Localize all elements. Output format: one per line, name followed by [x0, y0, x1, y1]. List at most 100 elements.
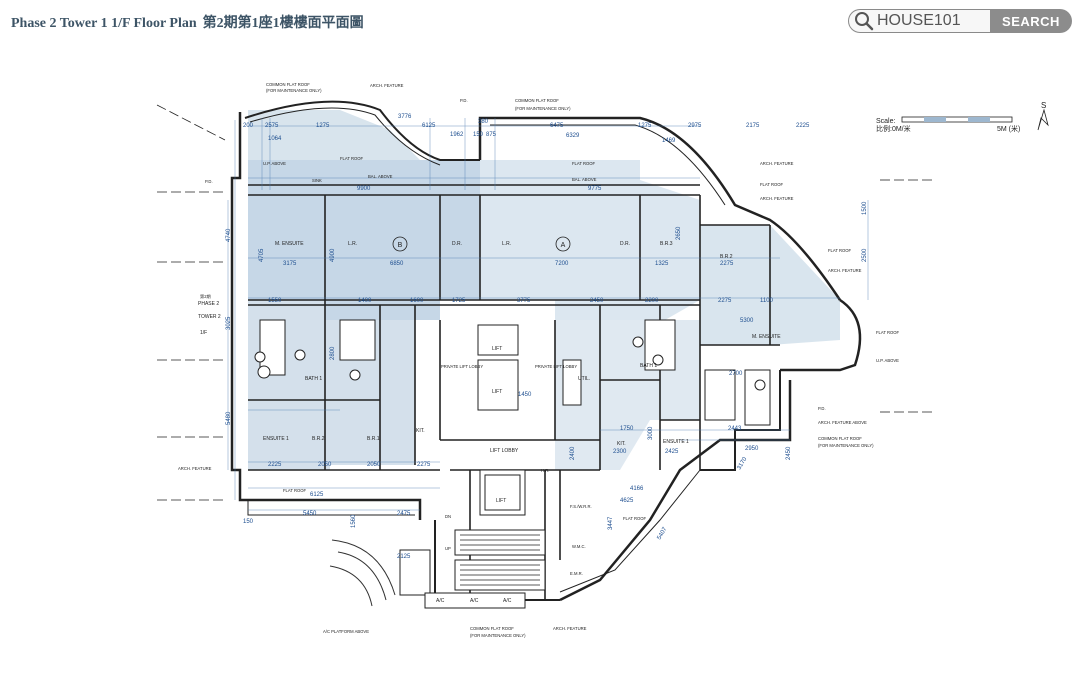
anno-flat-roof-bottom-right: FLAT ROOF: [623, 516, 647, 521]
room-lift-3: LIFT: [496, 498, 506, 504]
dim-3175: 3175: [283, 261, 297, 267]
anno-flat-roof-a: FLAT ROOF: [572, 161, 596, 166]
dim-bottom-8: 2125: [397, 554, 411, 560]
search-button[interactable]: SEARCH: [990, 9, 1072, 33]
room-dr-b: D.R.: [452, 241, 462, 247]
anno-maintenance-top-mid: (FOR MAINTENANCE ONLY): [515, 106, 571, 111]
room-sink: SINK: [312, 178, 322, 183]
dim-top-4: 6125: [422, 123, 436, 129]
search-icon: [855, 12, 874, 31]
dim-top-3: 1275: [316, 123, 330, 129]
scale-bar-seg-1: [924, 117, 946, 122]
dim-6850: 6850: [390, 261, 404, 267]
room-lift-lobby: LIFT LOBBY: [490, 448, 519, 454]
dim-mid-9: 1100: [760, 298, 774, 304]
dim-misc-13: 1750: [620, 426, 634, 432]
dim-bottom-9: 4166: [630, 486, 644, 492]
dim-top-7: 875: [486, 132, 497, 138]
dim-9900: 9900: [357, 186, 371, 192]
dim-misc-16: 3000: [648, 426, 654, 440]
anno-flat-roof-b: FLAT ROOF: [340, 156, 364, 161]
room-wmc: W.M.C.: [572, 544, 586, 549]
tower-label-line3: 1/F: [200, 330, 207, 336]
unit-a-marker: [555, 236, 571, 252]
dim-mid-2: 1400: [358, 298, 372, 304]
dim-misc-11: 150: [243, 519, 254, 525]
room-ensuite-1-a: ENSUITE 1: [663, 439, 689, 445]
scale-bar: [901, 116, 1013, 123]
search-bar: SEARCH: [848, 9, 1072, 33]
scale-bar-seg-2: [968, 117, 990, 122]
room-emr: E.M.R.: [570, 571, 583, 576]
dim-9775: 9775: [588, 186, 602, 192]
dim-mid-4: 1725: [452, 298, 466, 304]
dim-bottom-7: 2475: [397, 511, 411, 517]
room-ac-3: A/C: [503, 598, 512, 604]
room-lift-1: LIFT: [492, 346, 502, 352]
dim-right-2: 2500: [862, 248, 868, 262]
fixtures: [254, 319, 771, 609]
tower-label-cn: 第2期: [200, 293, 211, 300]
dim-top2-4: 6329: [566, 133, 580, 139]
scale-label-cn: 比例:0M/米: [876, 124, 911, 133]
dim-misc-8: 2950: [745, 446, 759, 452]
room-labels: M. ENSUITE L.R. D.R. L.R. D.R. B.R.3 B.R…: [205, 98, 781, 604]
room-ensuite-1-b: ENSUITE 1: [263, 436, 289, 442]
dimensions: 200 2575 1275 6125 1962 150 875 6475 127…: [226, 114, 868, 560]
dim-misc-6: 5407: [657, 526, 669, 541]
dim-mid-5: 3775: [517, 298, 531, 304]
search-input[interactable]: [875, 11, 985, 31]
title-en: Phase 2 Tower 1 1/F Floor Plan: [11, 16, 197, 31]
anno-flat-roof-right-3: FLAT ROOF: [876, 330, 900, 335]
dim-left-3: 5480: [226, 411, 232, 425]
dim-top-2: 2575: [265, 123, 279, 129]
stair-treads: [460, 534, 540, 586]
anno-flat-roof-bottom-left: FLAT ROOF: [283, 488, 307, 493]
room-lr-b: L.R.: [348, 241, 357, 247]
dim-top-12: 2225: [796, 123, 810, 129]
anno-maintenance-top-left: (FOR MAINTENANCE ONLY): [266, 88, 322, 93]
anno-arch-feature-right-1: ARCH. FEATURE: [760, 161, 794, 166]
anno-common-flat-roof-right: COMMON FLAT ROOF: [818, 436, 862, 441]
dim-bottom-10: 4625: [620, 498, 634, 504]
unit-a-label: A: [561, 242, 566, 249]
dim-misc-12: 2800: [330, 346, 336, 360]
anno-arch-feature-bottom: ARCH. FEATURE: [553, 626, 587, 631]
dim-top-8: 6475: [550, 123, 564, 129]
room-lift-2: LIFT: [492, 389, 502, 395]
dim-top2-5: 1469: [662, 138, 676, 144]
scale-legend: Scale: 比例:0M/米 5M (米) S: [876, 101, 1049, 133]
dim-top2-1: 1064: [268, 136, 282, 142]
reference-lines: [156, 104, 935, 501]
dim-top-5: 1962: [450, 132, 464, 138]
anno-up-above-b: U.P. ABOVE: [263, 161, 286, 166]
dim-misc-10: 1560: [351, 514, 357, 528]
anno-pd-right: P.D.: [818, 406, 826, 411]
anno-common-flat-roof-top-left: COMMON FLAT ROOF: [266, 82, 310, 87]
dim-bottom-3: 2050: [367, 462, 381, 468]
anno-common-flat-roof-top-mid: COMMON FLAT ROOF: [515, 98, 559, 103]
dim-misc-14: 2300: [613, 449, 627, 455]
room-br3-a: B.R.3: [660, 241, 673, 247]
annotations: COMMON FLAT ROOF (FOR MAINTENANCE ONLY) …: [178, 82, 900, 638]
dim-misc-18: 2443: [728, 426, 742, 432]
anno-bal-above-b: BAL. ABOVE: [368, 174, 393, 179]
dim-misc-15: 2425: [665, 449, 679, 455]
room-pd-1: P.D.: [460, 98, 468, 103]
dim-top-9: 1275: [638, 123, 652, 129]
dim-mid-8: 2275: [718, 298, 732, 304]
anno-arch-feature-left: ARCH. FEATURE: [178, 466, 212, 471]
unit-b-label: B: [398, 242, 403, 249]
room-up: UP: [445, 546, 451, 551]
room-m-ensuite-a: M. ENSUITE: [752, 334, 781, 340]
room-br2-b: B.R.2: [312, 436, 325, 442]
tower-label-line2: TOWER 2: [198, 314, 221, 320]
room-dr-a: D.R.: [620, 241, 630, 247]
dim-mid-7: 2200: [645, 298, 659, 304]
dim-bottom-6: 5450: [303, 511, 317, 517]
anno-arch-feature-above: ARCH. FEATURE ABOVE: [818, 420, 867, 425]
room-fs-wrr: F.S./W.R.R.: [570, 504, 592, 509]
dim-top-10: 2975: [688, 123, 702, 129]
search-field-container[interactable]: [848, 9, 991, 33]
